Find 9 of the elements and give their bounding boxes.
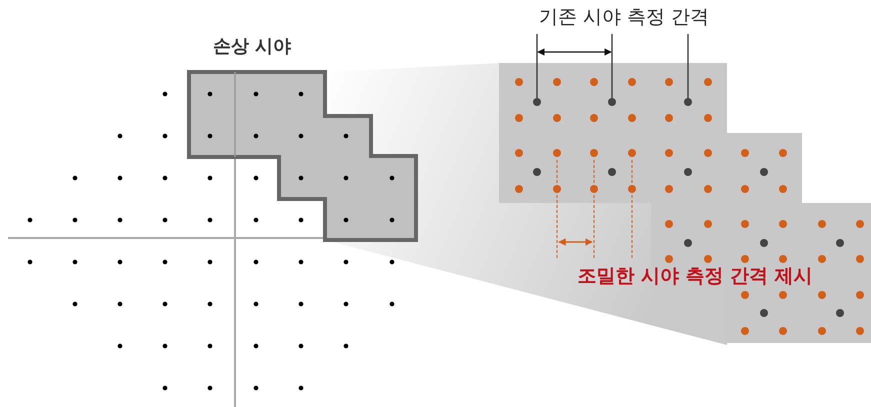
- region-heading: 손상 시야: [212, 35, 292, 58]
- leader-line: [687, 34, 689, 98]
- leader-line: [536, 34, 538, 98]
- measurement-point: [684, 98, 692, 106]
- proposal-caption: 조밀한 시야 측정 간격 제시: [576, 264, 814, 288]
- measurement-point: [608, 98, 616, 106]
- interval-label: 기존 시야 측정 간격: [524, 5, 724, 29]
- measurement-point: [533, 98, 541, 106]
- leader-line: [611, 34, 613, 98]
